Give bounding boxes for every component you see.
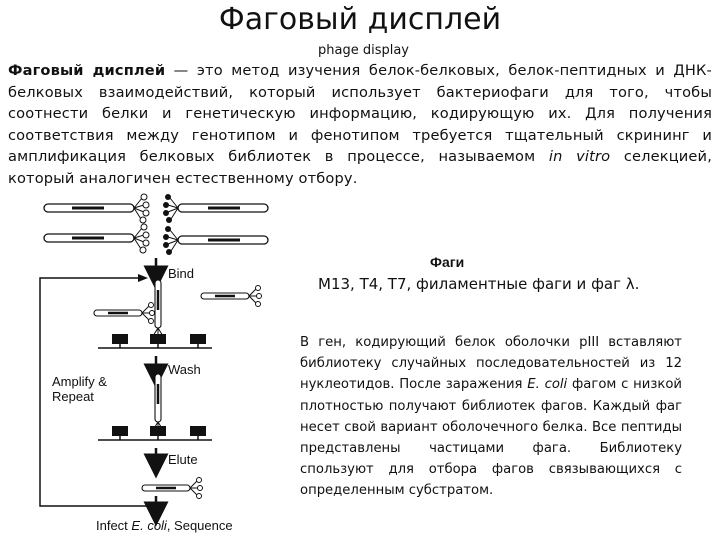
wash-label: Wash: [168, 362, 201, 377]
bind-stage: [92, 278, 263, 349]
bind-label: Bind: [168, 266, 194, 281]
intro-term: Фаговый дисплей: [8, 62, 166, 79]
phage-library: [42, 192, 270, 257]
intro-paragraph: Фаговый дисплей — это метод изучения бел…: [8, 60, 712, 189]
intro-text-2: селекцией, который аналогичен естественн…: [8, 148, 712, 187]
amplify-label: Amplify &: [52, 374, 107, 389]
phages-heading: Фаги: [430, 254, 465, 270]
phage-display-diagram: Bind Wash Elute Infect E. coli, Sequence: [39, 192, 270, 533]
page-title: Фаговый дисплей: [218, 2, 502, 37]
phages-list: M13, T4, T7, филаментные фаги и фаг λ.: [318, 275, 640, 293]
repeat-label: Repeat: [52, 389, 94, 404]
amplify-loop: [39, 274, 156, 507]
method-italic: E. coli: [527, 377, 568, 393]
elute-label: Elute: [168, 452, 198, 467]
intro-italic: in vitro: [548, 148, 611, 165]
method-text-2: фагом с низкой плотностью получают библи…: [300, 377, 682, 499]
infect-label: Infect E. coli, Sequence: [96, 518, 233, 533]
wash-stage: [98, 372, 212, 441]
elute-stage: [140, 476, 204, 500]
intro-text-1: — это метод изучения белок-белковых, бел…: [8, 62, 712, 165]
method-text-1: В ген, кодирующий белок оболочки pIII вс…: [300, 335, 682, 393]
page-subtitle: phage display: [318, 43, 409, 58]
method-paragraph: В ген, кодирующий белок оболочки pIII вс…: [300, 332, 682, 502]
